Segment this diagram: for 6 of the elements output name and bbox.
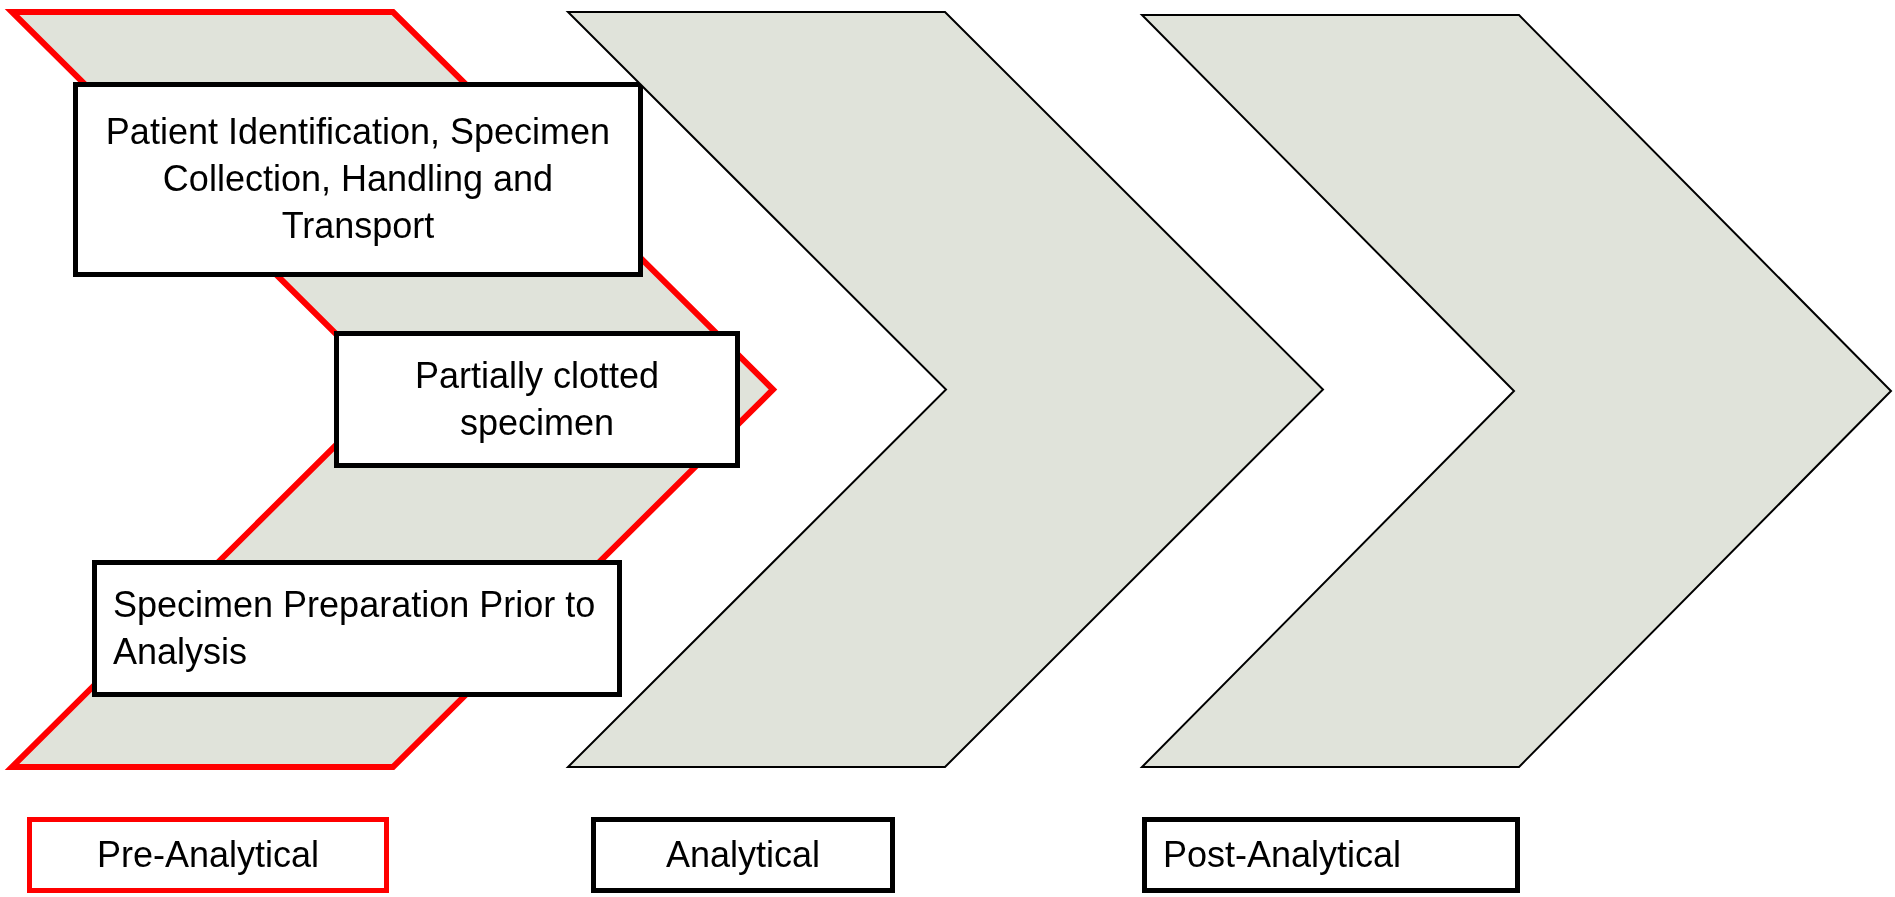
text-box: Specimen Preparation Prior to Analysis (92, 560, 622, 697)
text-box: Analytical (591, 817, 895, 893)
text-box: Patient Identification, Specimen Collection, Handling and Transport (73, 82, 643, 277)
text-box: Pre-Analytical (27, 817, 389, 893)
text-box: Post-Analytical (1142, 817, 1520, 893)
text-box: Partially clotted specimen (334, 331, 740, 468)
